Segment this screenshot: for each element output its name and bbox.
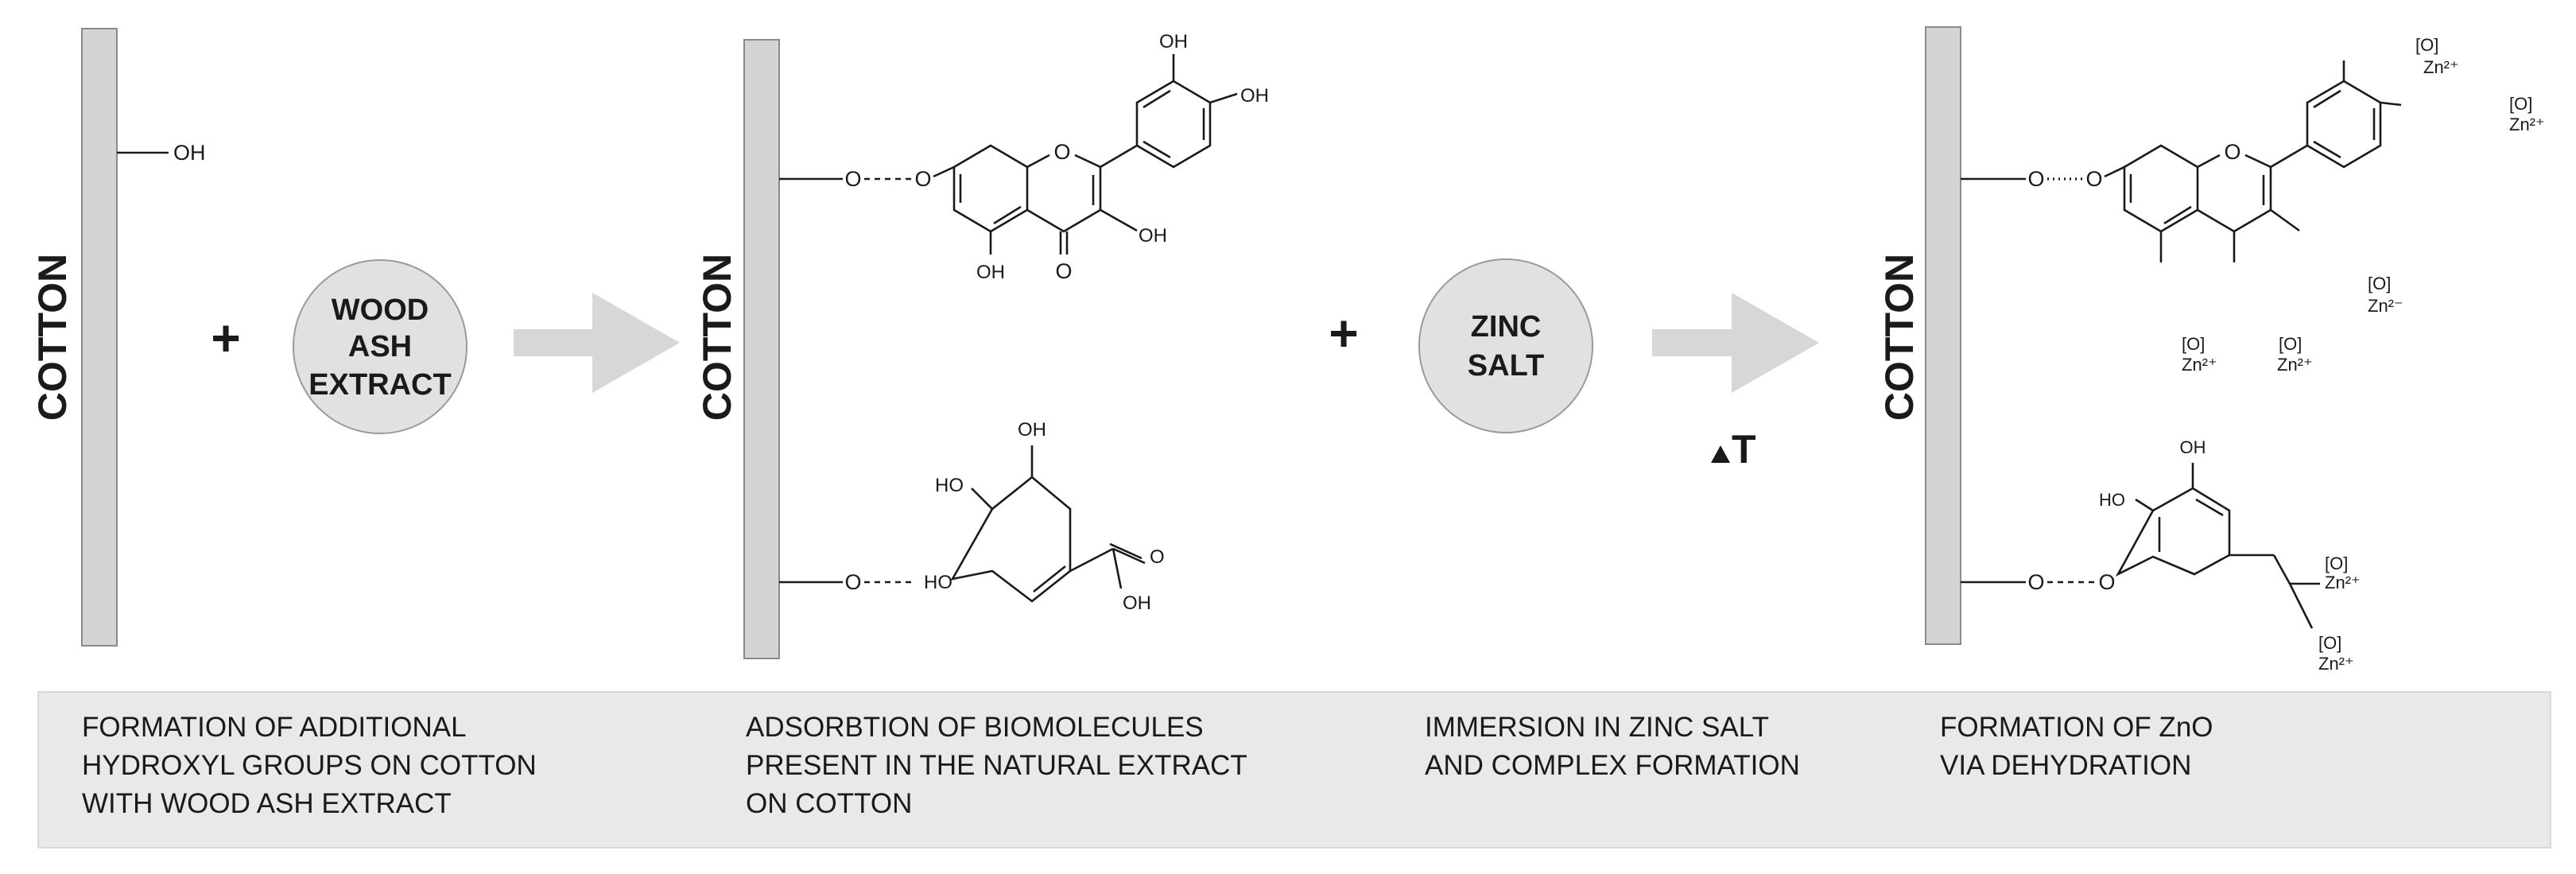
cotton-bar-2 [743,39,780,659]
acid-oh: OH [1123,592,1151,614]
stage-2: COTTON O O [695,31,1269,659]
step-1-line-2: HYDROXYL GROUPS ON COTTON [82,750,537,781]
cotton-bar-1 [81,28,118,647]
flavonoid-5-oh: OH [976,262,1005,283]
acid-top-oh: OH [1018,419,1046,441]
zn-4: Zn²⁺ [2277,355,2313,375]
zn-flavonoid-o-7: O [2085,167,2102,191]
zn-3p: Zn²⁺ [2423,57,2459,77]
gallate-top-oh: OH [2180,437,2206,457]
step-captions: FORMATION OF ADDITIONAL HYDROXYL GROUPS … [37,691,2551,849]
zinc-salt-line-1: ZINC [1471,310,1542,344]
step-1-line-3: WITH WOOD ASH EXTRACT [82,788,452,819]
flavonoid-4p-oh: OH [1240,85,1269,107]
flavonoid-ring-o: O [1053,140,1070,164]
hydroxyl-label: OH [173,141,206,165]
oxide-5: [O] [2182,334,2205,354]
plus-sign-2: + [1329,305,1358,362]
wood-ash-line-2: ASH [348,330,412,363]
cotton-label-3: COTTON [1877,254,1922,421]
stage-4: COTTON O O O [O] [1877,26,2545,674]
step-4-line-1: FORMATION OF ZnO [1940,712,2213,743]
zn-flavonoid-ring-o: O [2224,140,2240,164]
step-3-line-1: IMMERSION IN ZINC SALT [1425,712,1769,743]
zn-link-o-1: O [2027,167,2044,191]
heat-triangle-icon [1711,445,1730,463]
wood-ash-line-1: WOOD [332,293,429,327]
step-2-line-2: PRESENT IN THE NATURAL EXTRACT [746,750,1247,781]
gallate-oxide-1: [O] [2325,554,2348,573]
cotton-label-2: COTTON [695,254,739,421]
reaction-arrow-1 [514,293,680,393]
gallate-zn-2: Zn²⁺ [2318,654,2354,674]
zinc-salt-circle [1418,258,1593,433]
link-o-2: O [844,570,861,594]
zinc-gallate-complex [2115,463,2320,629]
step-2-line-3: ON COTTON [746,788,912,819]
plus-sign-1: + [211,309,240,367]
step-1-line-1: FORMATION OF ADDITIONAL [82,712,467,743]
zn-5: Zn²⁺ [2182,355,2217,375]
link-o-1: O [844,167,861,191]
heat-label: T [1732,427,1756,472]
flavonoid-3-oh: OH [1139,225,1167,247]
acid-ho-3: HO [924,572,952,593]
flavonoid-carbonyl-o: O [1055,259,1072,283]
step-3-line-2: AND COMPLEX FORMATION [1425,750,1800,781]
oxide-3p: [O] [2415,35,2438,55]
wood-ash-extract-circle [293,259,467,434]
gallate-zn-1: Zn²⁺ [2325,573,2361,592]
gallate-oxide-2: [O] [2318,633,2341,653]
flavonoid-molecule [952,54,1238,254]
stage-3: + ZINC SALT T [1329,258,1819,472]
flavonoid-o-7: O [914,167,931,191]
zn-link-o-2: O [2027,570,2044,594]
reaction-arrow-2 [1652,293,1819,393]
acid-carbonyl-o: O [1150,546,1165,568]
oxide-4: [O] [2279,334,2302,354]
zn-4p: Zn²⁺ [2509,115,2545,134]
step-4-line-2: VIA DEHYDRATION [1940,750,2191,781]
zinc-flavonoid-complex [2123,60,2402,262]
flavonoid-3p-oh: OH [1159,31,1188,52]
cotton-label-1: COTTON [30,254,75,421]
step-2-line-1: ADSORBTION OF BIOMOLECULES [746,712,1204,743]
caption-panel [37,691,2551,849]
stage-1: COTTON OH + WOOD ASH EXTRACT [30,28,680,647]
zinc-salt-line-2: SALT [1468,349,1544,383]
gallate-left-ho: HO [2099,490,2125,510]
wood-ash-line-3: EXTRACT [308,368,451,402]
acid-left-ho: HO [935,475,964,496]
oxide-4p: [O] [2509,94,2532,114]
zn-gallate-o: O [2098,570,2115,594]
cotton-bar-3 [1925,26,1961,645]
zn-3: Zn²⁻ [2368,296,2403,316]
cyclohexene-acid-molecule [950,445,1146,603]
oxide-3: [O] [2368,274,2391,293]
